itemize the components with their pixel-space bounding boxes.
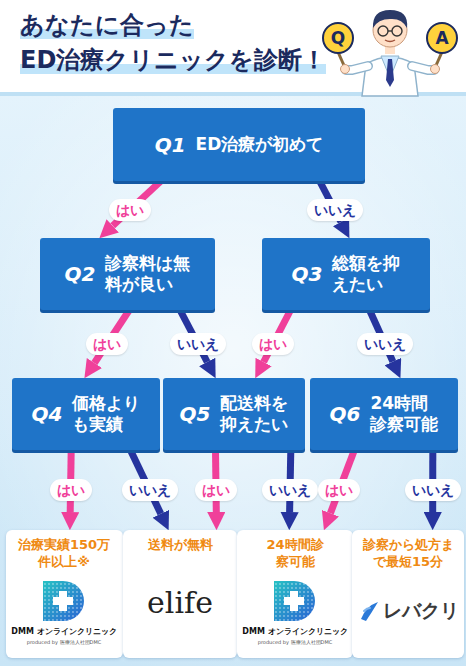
logo-text: elife — [147, 585, 213, 620]
question-number: Q5 — [180, 402, 211, 426]
logo-row: レバクリ — [358, 598, 459, 624]
answer-label: いいえ — [262, 479, 318, 501]
logo-text: レバクリ — [383, 598, 459, 624]
logo-text: DMM オンラインクリニック — [11, 626, 116, 637]
flow-arrow — [330, 450, 354, 513]
result-heading: 診察から処方まで最短15分 — [360, 537, 456, 571]
result-heading: 送料が無料 — [148, 537, 213, 554]
flow-arrow — [429, 450, 436, 512]
doctor-illustration — [323, 10, 457, 96]
answer-label: はい — [50, 479, 92, 501]
answer-label: いいえ — [357, 333, 413, 355]
result-heading: 治療実績150万件以上※ — [16, 537, 112, 571]
dmm-logo-icon — [266, 578, 324, 624]
question-box: Q1 ED治療が初めて — [113, 108, 365, 181]
flow-arrow — [370, 310, 393, 362]
answer-label: いいえ — [307, 199, 363, 221]
dmm-logo-icon — [35, 578, 93, 624]
flow-arrow — [180, 310, 207, 362]
flow-arrow — [70, 450, 71, 512]
logo-text: DMM オンラインクリニック — [242, 626, 347, 637]
question-text: 配送料を抑えたい — [220, 393, 288, 436]
result-card: 24時間診察可能 DMM オンラインクリニック produced by 医療法人社… — [237, 530, 353, 658]
result-card: 診察から処方まで最短15分 レバクリ — [352, 530, 464, 658]
question-number: Q3 — [292, 262, 323, 286]
flow-arrow — [320, 181, 341, 222]
answer-label: はい — [195, 479, 237, 501]
logo-area: DMM オンラインクリニック produced by 医療法人社団DMC — [241, 571, 349, 652]
flow-arrow — [212, 450, 220, 512]
question-number: Q2 — [65, 262, 96, 286]
question-text: 総額を抑えたい — [332, 253, 400, 296]
page-title-text: あなたに合った ED治療クリニックを診断！ — [20, 11, 326, 74]
logo-area: レバクリ — [356, 571, 460, 652]
question-number: Q1 — [155, 133, 186, 157]
result-card: 送料が無料 elife — [123, 530, 237, 658]
answer-label: いいえ — [170, 333, 226, 355]
question-box: Q6 24時間診察可能 — [310, 378, 458, 450]
result-card: 治療実績150万件以上※ DMM オンラインクリニック produced by 医… — [6, 530, 123, 658]
flow-arrow — [130, 450, 160, 514]
sign-letter: Q — [323, 27, 353, 49]
sign-letter: A — [427, 27, 457, 49]
answer-label: はい — [252, 333, 294, 355]
answer-label: いいえ — [405, 479, 461, 501]
question-text: 24時間診察可能 — [370, 393, 438, 436]
page-title: あなたに合った ED治療クリニックを診断！ — [20, 8, 320, 78]
question-number: Q4 — [32, 402, 63, 426]
question-text: 診察料は無料が良い — [105, 253, 190, 296]
logo-subtext: produced by 医療法人社団DMC — [258, 639, 333, 645]
question-text: 価格よりも実績 — [72, 393, 140, 436]
logo-area: DMM オンラインクリニック produced by 医療法人社団DMC — [10, 571, 119, 652]
question-box: Q4 価格よりも実績 — [12, 378, 160, 450]
flow-arrow — [94, 310, 129, 363]
flow-arrow — [290, 450, 291, 512]
answer-label: はい — [86, 333, 128, 355]
question-text: ED治療が初めて — [196, 134, 324, 155]
flow-arrow — [264, 310, 291, 362]
logo-area: elife — [127, 554, 233, 652]
levacli-logo-icon — [358, 599, 380, 623]
answer-label: いいえ — [122, 479, 178, 501]
question-box: Q5 配送料を抑えたい — [163, 378, 305, 450]
answer-label: はい — [109, 199, 151, 221]
logo-subtext: produced by 医療法人社団DMC — [27, 639, 102, 645]
flow-arrow — [113, 181, 161, 226]
result-heading: 24時間診察可能 — [263, 537, 328, 571]
answer-label: はい — [318, 479, 360, 501]
question-number: Q6 — [330, 402, 361, 426]
question-box: Q2 診察料は無料が良い — [40, 238, 215, 310]
question-box: Q3 総額を抑えたい — [262, 238, 430, 310]
